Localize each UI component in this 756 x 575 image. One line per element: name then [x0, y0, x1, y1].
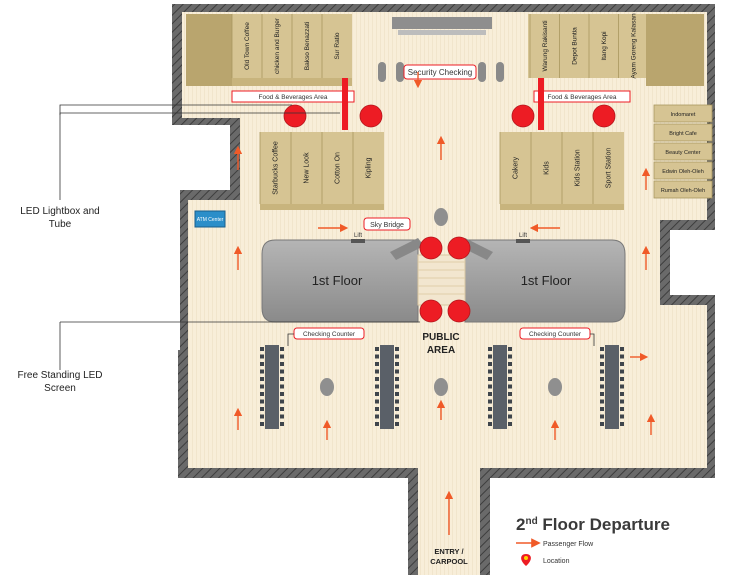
shop-old-town-coffee: Old Town Coffee: [231, 14, 251, 78]
svg-text:chicken and Burger: chicken and Burger: [274, 17, 281, 74]
pillars: [320, 208, 562, 396]
svg-text:New Look: New Look: [304, 152, 311, 184]
svg-text:ATM Center: ATM Center: [197, 217, 224, 223]
svg-text:Rumah Oleh-Oleh: Rumah Oleh-Oleh: [661, 188, 705, 194]
legend-location-label: Location: [543, 558, 570, 565]
svg-text:Cotton On: Cotton On: [335, 152, 342, 184]
shop-beauty-center: Beauty Center: [653, 142, 713, 161]
security-area: Security Checking: [378, 17, 504, 82]
legend-flow-label: Passenger Flow: [543, 541, 594, 548]
checking-counter-1: [260, 345, 284, 429]
svg-text:Food & Beverages Area: Food & Beverages Area: [258, 94, 327, 101]
svg-text:Sky Bridge: Sky Bridge: [370, 222, 404, 229]
shop-kipling: Kipling: [352, 132, 373, 204]
callout-screen-line2: Screen: [44, 383, 76, 394]
callout-lightbox-line1: LED Lightbox and: [20, 206, 100, 217]
public-area-label-2: AREA: [427, 345, 455, 356]
led-tube-left: [342, 78, 348, 130]
shop-ayam-goreng-kalasan: Ayam Goreng Kalasan: [618, 13, 637, 79]
shop-sport-station: Sport Station: [592, 132, 613, 204]
void-right: 1st Floor: [464, 239, 626, 323]
lift-right: Lift: [516, 233, 530, 243]
svg-text:Itang Kopi: Itang Kopi: [601, 31, 608, 60]
shop-warung-rakisanti: Warung Rakisanti: [529, 14, 549, 78]
callout-screen-line1: Free Standing LED: [17, 370, 102, 381]
public-area-label-1: PUBLIC: [422, 332, 459, 343]
svg-text:Starbucks Coffee: Starbucks Coffee: [273, 141, 280, 195]
void-left: 1st Floor: [261, 239, 419, 323]
shop-starbucks-coffee: Starbucks Coffee: [259, 132, 280, 204]
location-markers: [283, 104, 616, 323]
shop-cakery: Cakery: [499, 132, 520, 204]
led-tube-right: [538, 78, 544, 130]
callout-lightbox-line2: Tube: [49, 219, 72, 230]
atm-center: ATM Center: [194, 210, 226, 228]
svg-text:Sport Station: Sport Station: [606, 148, 613, 189]
checking-leader-left: [287, 333, 294, 346]
fb-label-right: Food & Beverages Area: [533, 90, 631, 103]
svg-text:Warung Rakisanti: Warung Rakisanti: [542, 20, 549, 71]
checking-leader-right: [590, 333, 595, 346]
top-right-shops-block: [528, 14, 704, 86]
svg-text:Cakery: Cakery: [513, 156, 520, 179]
shop-bright-cafe: Bright Cafe: [653, 123, 713, 142]
svg-text:Beauty Center: Beauty Center: [665, 150, 700, 156]
svg-text:Bakso Benazzati: Bakso Benazzati: [304, 22, 311, 70]
legend-flow: Passenger Flow: [516, 538, 594, 548]
svg-text:Depot Buntia: Depot Buntia: [571, 27, 578, 65]
svg-text:Food & Beverages Area: Food & Beverages Area: [547, 94, 616, 101]
svg-text:Lift: Lift: [354, 233, 362, 239]
svg-text:Kids Station: Kids Station: [575, 149, 582, 186]
shop-new-look: New Look: [290, 132, 311, 204]
shop-depot-buntia: Depot Buntia: [559, 14, 578, 78]
svg-text:Old Town Coffee: Old Town Coffee: [244, 22, 251, 70]
security-label: Security Checking: [408, 68, 472, 77]
map-title: 2nd Floor Departure: [516, 515, 670, 534]
svg-text:Edwin Oleh-Oleh: Edwin Oleh-Oleh: [662, 169, 704, 175]
fb-label-left: Food & Beverages Area: [231, 90, 355, 103]
checking-counter-label-left: Checking Counter: [293, 327, 365, 340]
svg-text:Indomaret: Indomaret: [671, 112, 696, 118]
svg-text:Kids: Kids: [544, 161, 551, 175]
entry-label-1: ENTRY /: [434, 547, 464, 556]
checking-counter-4: [600, 345, 624, 429]
checking-counter-2: [375, 345, 399, 429]
shop-chicken-and-burger: chicken and Burger: [261, 14, 281, 78]
shop-edwin-oleh-oleh: Edwin Oleh-Oleh: [653, 161, 713, 180]
shop-itang-kopi: Itang Kopi: [588, 14, 608, 78]
svg-text:Checking Counter: Checking Counter: [529, 331, 582, 338]
shop-kids-station: Kids Station: [561, 132, 582, 204]
floor-label-right: 1st Floor: [521, 273, 572, 288]
svg-text:Checking Counter: Checking Counter: [303, 331, 356, 338]
top-left-shops-block: [186, 14, 352, 86]
shop-bakso-benazzati: Bakso Benazzati: [291, 14, 311, 78]
checking-counter-3: [488, 345, 512, 429]
lift-left: Lift: [351, 233, 365, 243]
entry-label-2: CARPOOL: [430, 557, 468, 566]
shop-cotton-on: Cotton On: [321, 132, 342, 204]
callout-leaders: [59, 104, 420, 370]
shop-rumah-oleh-oleh: Rumah Oleh-Oleh: [653, 180, 713, 199]
checking-counter-label-right: Checking Counter: [519, 327, 591, 340]
svg-text:Ayam Goreng Kalasan: Ayam Goreng Kalasan: [630, 13, 637, 79]
shop-indomaret: Indomaret: [653, 104, 713, 123]
svg-text:Kipling: Kipling: [366, 157, 373, 178]
shop-kids: Kids: [530, 132, 551, 204]
floor-label-left: 1st Floor: [312, 273, 363, 288]
legend-location: Location: [521, 554, 570, 566]
svg-text:Lift: Lift: [519, 233, 527, 239]
svg-text:Bright Cafe: Bright Cafe: [669, 131, 697, 137]
sky-bridge: Sky Bridge: [363, 217, 493, 306]
svg-text:Sur Ratio: Sur Ratio: [334, 32, 341, 59]
shop-sur-ratio: Sur Ratio: [321, 14, 341, 78]
